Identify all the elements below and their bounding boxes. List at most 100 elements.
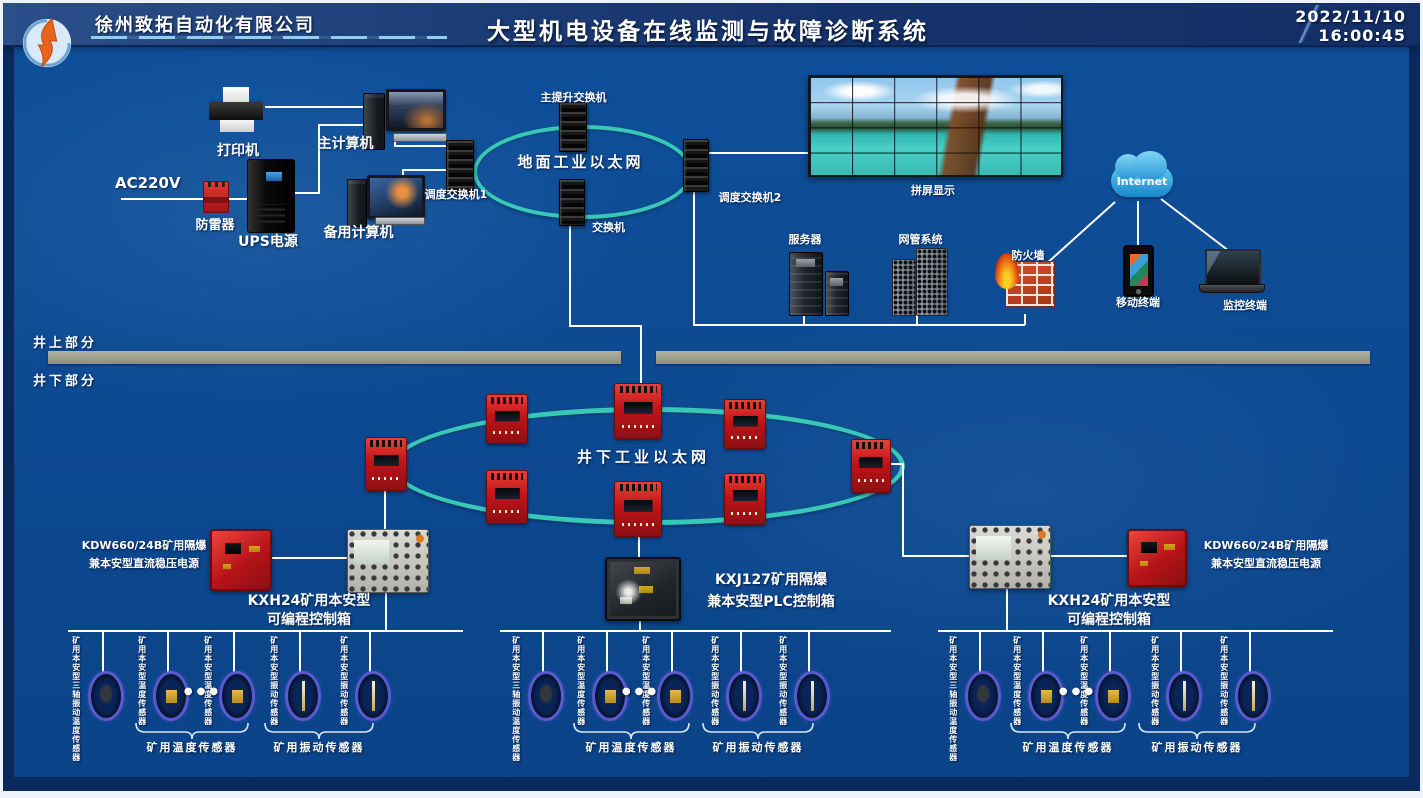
time-value: 16:00:45 xyxy=(1318,26,1406,46)
sensor-temp-right-2[interactable] xyxy=(1095,671,1131,721)
power-supply-left-label-2: 兼本安型直流稳压电源 xyxy=(89,557,199,570)
frame-left xyxy=(3,45,14,795)
mine-switch-left[interactable] xyxy=(365,437,407,491)
printer-label: 打印机 xyxy=(217,143,259,159)
ellipsis-right: ●●● xyxy=(1058,686,1098,697)
surge-arrester-icon[interactable] xyxy=(203,181,229,213)
dispatch-switch-1-label: 调度交换机1 xyxy=(424,188,488,201)
hoist-switch-label: 主提升交换机 xyxy=(540,91,607,104)
header-decoration xyxy=(1275,5,1345,43)
main-computer-tower[interactable] xyxy=(363,93,385,150)
sensor-temp-right-1[interactable] xyxy=(1028,671,1064,721)
surface-divider-left xyxy=(48,351,621,364)
controller-left-label-2: 可编程控制箱 xyxy=(267,612,351,628)
power-supply-left-label-1: KDW660/24B矿用隔爆 xyxy=(81,539,207,552)
controller-right-label-2: 可编程控制箱 xyxy=(1067,612,1151,628)
mobile-terminal-label: 移动终端 xyxy=(1116,296,1160,309)
company-underline xyxy=(91,36,447,39)
sensor-label-triaxial-right: 矿用本安型三轴振动温度传感器 xyxy=(948,636,958,762)
main-computer-keyboard xyxy=(393,133,447,142)
mine-switch-bottom-right[interactable] xyxy=(724,473,766,525)
plc-label-2: 兼本安型PLC控制箱 xyxy=(707,594,835,610)
internet-label: Internet xyxy=(1116,175,1168,188)
frame-bottom xyxy=(3,777,1420,795)
internet-cloud-icon[interactable]: Internet xyxy=(1111,151,1173,197)
group-vib-label-left: 矿用振动传感器 xyxy=(273,741,365,754)
group-vib-label-right: 矿用振动传感器 xyxy=(1151,741,1243,754)
sensor-triaxial-center[interactable] xyxy=(528,671,564,721)
sensor-label-temp-left-2: 矿用本安型温度传感器 xyxy=(203,636,213,726)
sensor-triaxial-right[interactable] xyxy=(965,671,1001,721)
sensor-vib-left-2[interactable] xyxy=(355,671,391,721)
mine-switch-bottom[interactable] xyxy=(614,481,662,537)
main-computer-monitor[interactable] xyxy=(386,89,446,131)
below-ground-label: 井下部分 xyxy=(33,374,98,389)
sensor-label-temp-right-2: 矿用本安型温度传感器 xyxy=(1079,636,1089,726)
backup-computer-keyboard xyxy=(375,217,425,225)
controller-left-icon[interactable] xyxy=(347,529,429,593)
video-wall-label: 拼屏显示 xyxy=(911,184,955,197)
group-temp-label-center: 矿用温度传感器 xyxy=(585,741,677,754)
sensor-label-triaxial-left: 矿用本安型三轴振动温度传感器 xyxy=(71,636,81,762)
dispatch-switch-2-icon[interactable] xyxy=(683,139,709,192)
ups-icon[interactable] xyxy=(247,159,295,233)
above-ground-label: 井上部分 xyxy=(33,336,98,351)
video-wall[interactable] xyxy=(808,75,1063,177)
sensor-vib-center-1[interactable] xyxy=(726,671,762,721)
mine-switch-top[interactable] xyxy=(614,383,662,439)
ups-label: UPS电源 xyxy=(238,234,298,250)
power-supply-left-icon[interactable] xyxy=(210,529,272,591)
server-tower-small-icon[interactable] xyxy=(825,271,849,316)
sensor-temp-left-1[interactable] xyxy=(153,671,189,721)
dispatch-switch-1-icon[interactable] xyxy=(446,140,474,194)
mobile-phone-icon[interactable] xyxy=(1123,245,1154,297)
backup-computer-tower[interactable] xyxy=(347,179,367,227)
laptop-screen-icon[interactable] xyxy=(1205,249,1261,286)
sensor-vib-left-1[interactable] xyxy=(285,671,321,721)
plc-label-1: KXJ127矿用隔爆 xyxy=(714,572,828,588)
dispatch-switch-2-label: 调度交换机2 xyxy=(718,191,782,204)
sensor-label-vib-right-2: 矿用本安型振动传感器 xyxy=(1219,636,1229,726)
sensor-temp-center-1[interactable] xyxy=(592,671,628,721)
sensor-vib-right-1[interactable] xyxy=(1166,671,1202,721)
printer-icon[interactable] xyxy=(209,87,263,133)
date-value: 2022/11/10 xyxy=(1295,7,1406,26)
mine-switch-right[interactable] xyxy=(851,439,891,493)
sensor-label-temp-right-1: 矿用本安型温度传感器 xyxy=(1012,636,1022,726)
video-wall-grid xyxy=(808,75,1063,177)
group-temp-label-left: 矿用温度传感器 xyxy=(146,741,238,754)
mine-switch-top-left[interactable] xyxy=(486,394,528,444)
controller-left-label-1: KXH24矿用本安型 xyxy=(247,593,371,609)
nms-tower-icon[interactable] xyxy=(916,248,948,316)
switch-icon[interactable] xyxy=(559,179,585,226)
laptop-base-icon xyxy=(1199,284,1265,293)
backup-computer-label: 备用计算机 xyxy=(323,225,394,241)
sensor-temp-left-2[interactable] xyxy=(219,671,255,721)
plc-box-icon[interactable] xyxy=(605,557,681,621)
sensor-vib-right-2[interactable] xyxy=(1235,671,1271,721)
power-supply-right-icon[interactable] xyxy=(1127,529,1187,587)
sensor-label-vib-left-2: 矿用本安型振动传感器 xyxy=(339,636,349,726)
group-temp-label-right: 矿用温度传感器 xyxy=(1022,741,1114,754)
company-name: 徐州致拓自动化有限公司 xyxy=(95,15,315,36)
ellipsis-center: ●●● xyxy=(621,686,661,697)
firewall-label: 防火墙 xyxy=(1011,249,1045,262)
power-supply-right-label-1: KDW660/24B矿用隔爆 xyxy=(1203,539,1329,552)
controller-right-icon[interactable] xyxy=(969,525,1051,589)
mine-switch-top-right[interactable] xyxy=(724,399,766,449)
server-tower-icon[interactable] xyxy=(789,252,823,316)
hoist-switch-icon[interactable] xyxy=(559,102,587,152)
mine-switch-bottom-left[interactable] xyxy=(486,470,528,524)
nms-tower-small-icon[interactable] xyxy=(892,259,916,316)
group-vib-label-center: 矿用振动传感器 xyxy=(712,741,804,754)
frame-right xyxy=(1409,45,1420,795)
main-computer-label: 主计算机 xyxy=(317,136,374,152)
switch-label: 交换机 xyxy=(592,221,625,234)
surge-arrester-label: 防雷器 xyxy=(195,218,235,233)
sensor-triaxial-left[interactable] xyxy=(88,671,124,721)
underground-ring-label: 井下工业以太网 xyxy=(576,448,710,466)
sensor-vib-center-2[interactable] xyxy=(794,671,830,721)
sensor-temp-center-2[interactable] xyxy=(657,671,693,721)
nms-label: 网管系统 xyxy=(898,233,943,246)
